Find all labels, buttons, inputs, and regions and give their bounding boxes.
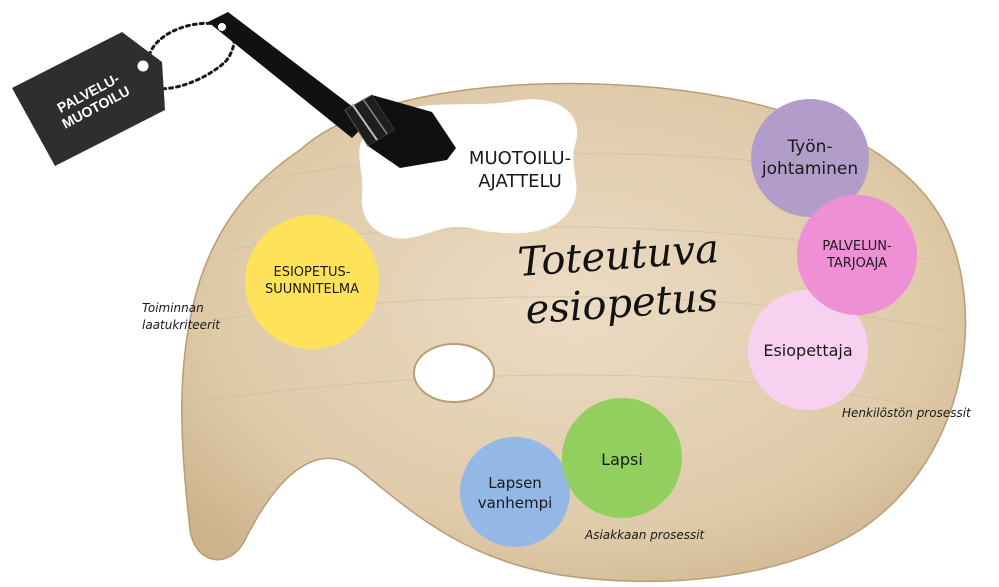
label-lapsen-vanhempi: Lapsen vanhempi [462, 466, 568, 521]
label-palveluntarjoaja: PALVELUN- TARJOAJA [797, 228, 917, 283]
thumb-hole [414, 344, 494, 402]
center-title: Toteutuva esiopetus [502, 224, 738, 336]
note-quality-criteria: Toiminnan laatukriteerit [142, 300, 262, 335]
note-staff-processes: Henkilöstön prosessit [842, 405, 997, 422]
label-lapsi: Lapsi [575, 445, 669, 475]
note-customer-processes: Asiakkaan prosessit [585, 527, 745, 544]
design-thinking-label: MUOTOILU- AJATTELU [450, 148, 590, 193]
label-tyonjohtaminen: Työn- johtaminen [752, 128, 868, 188]
label-esiopettaja: Esiopettaja [750, 335, 866, 367]
label-esiopetussuunnitelma: ESIOPETUS- SUUNNITELMA [247, 252, 377, 312]
